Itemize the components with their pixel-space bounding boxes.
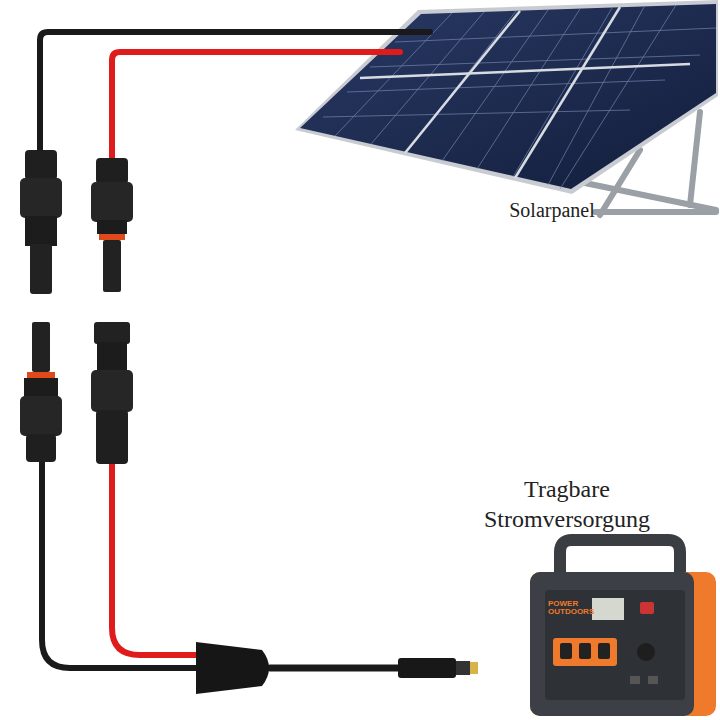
dc-plug — [196, 642, 478, 694]
panel-label: Solarpanel — [472, 198, 632, 222]
brand-text: POWER OUTDOORS — [548, 600, 590, 617]
device-label: Tragbare Stromversorgung — [452, 474, 682, 534]
power-station — [530, 540, 716, 716]
mc4-connectors — [20, 150, 133, 464]
cables — [40, 32, 430, 668]
